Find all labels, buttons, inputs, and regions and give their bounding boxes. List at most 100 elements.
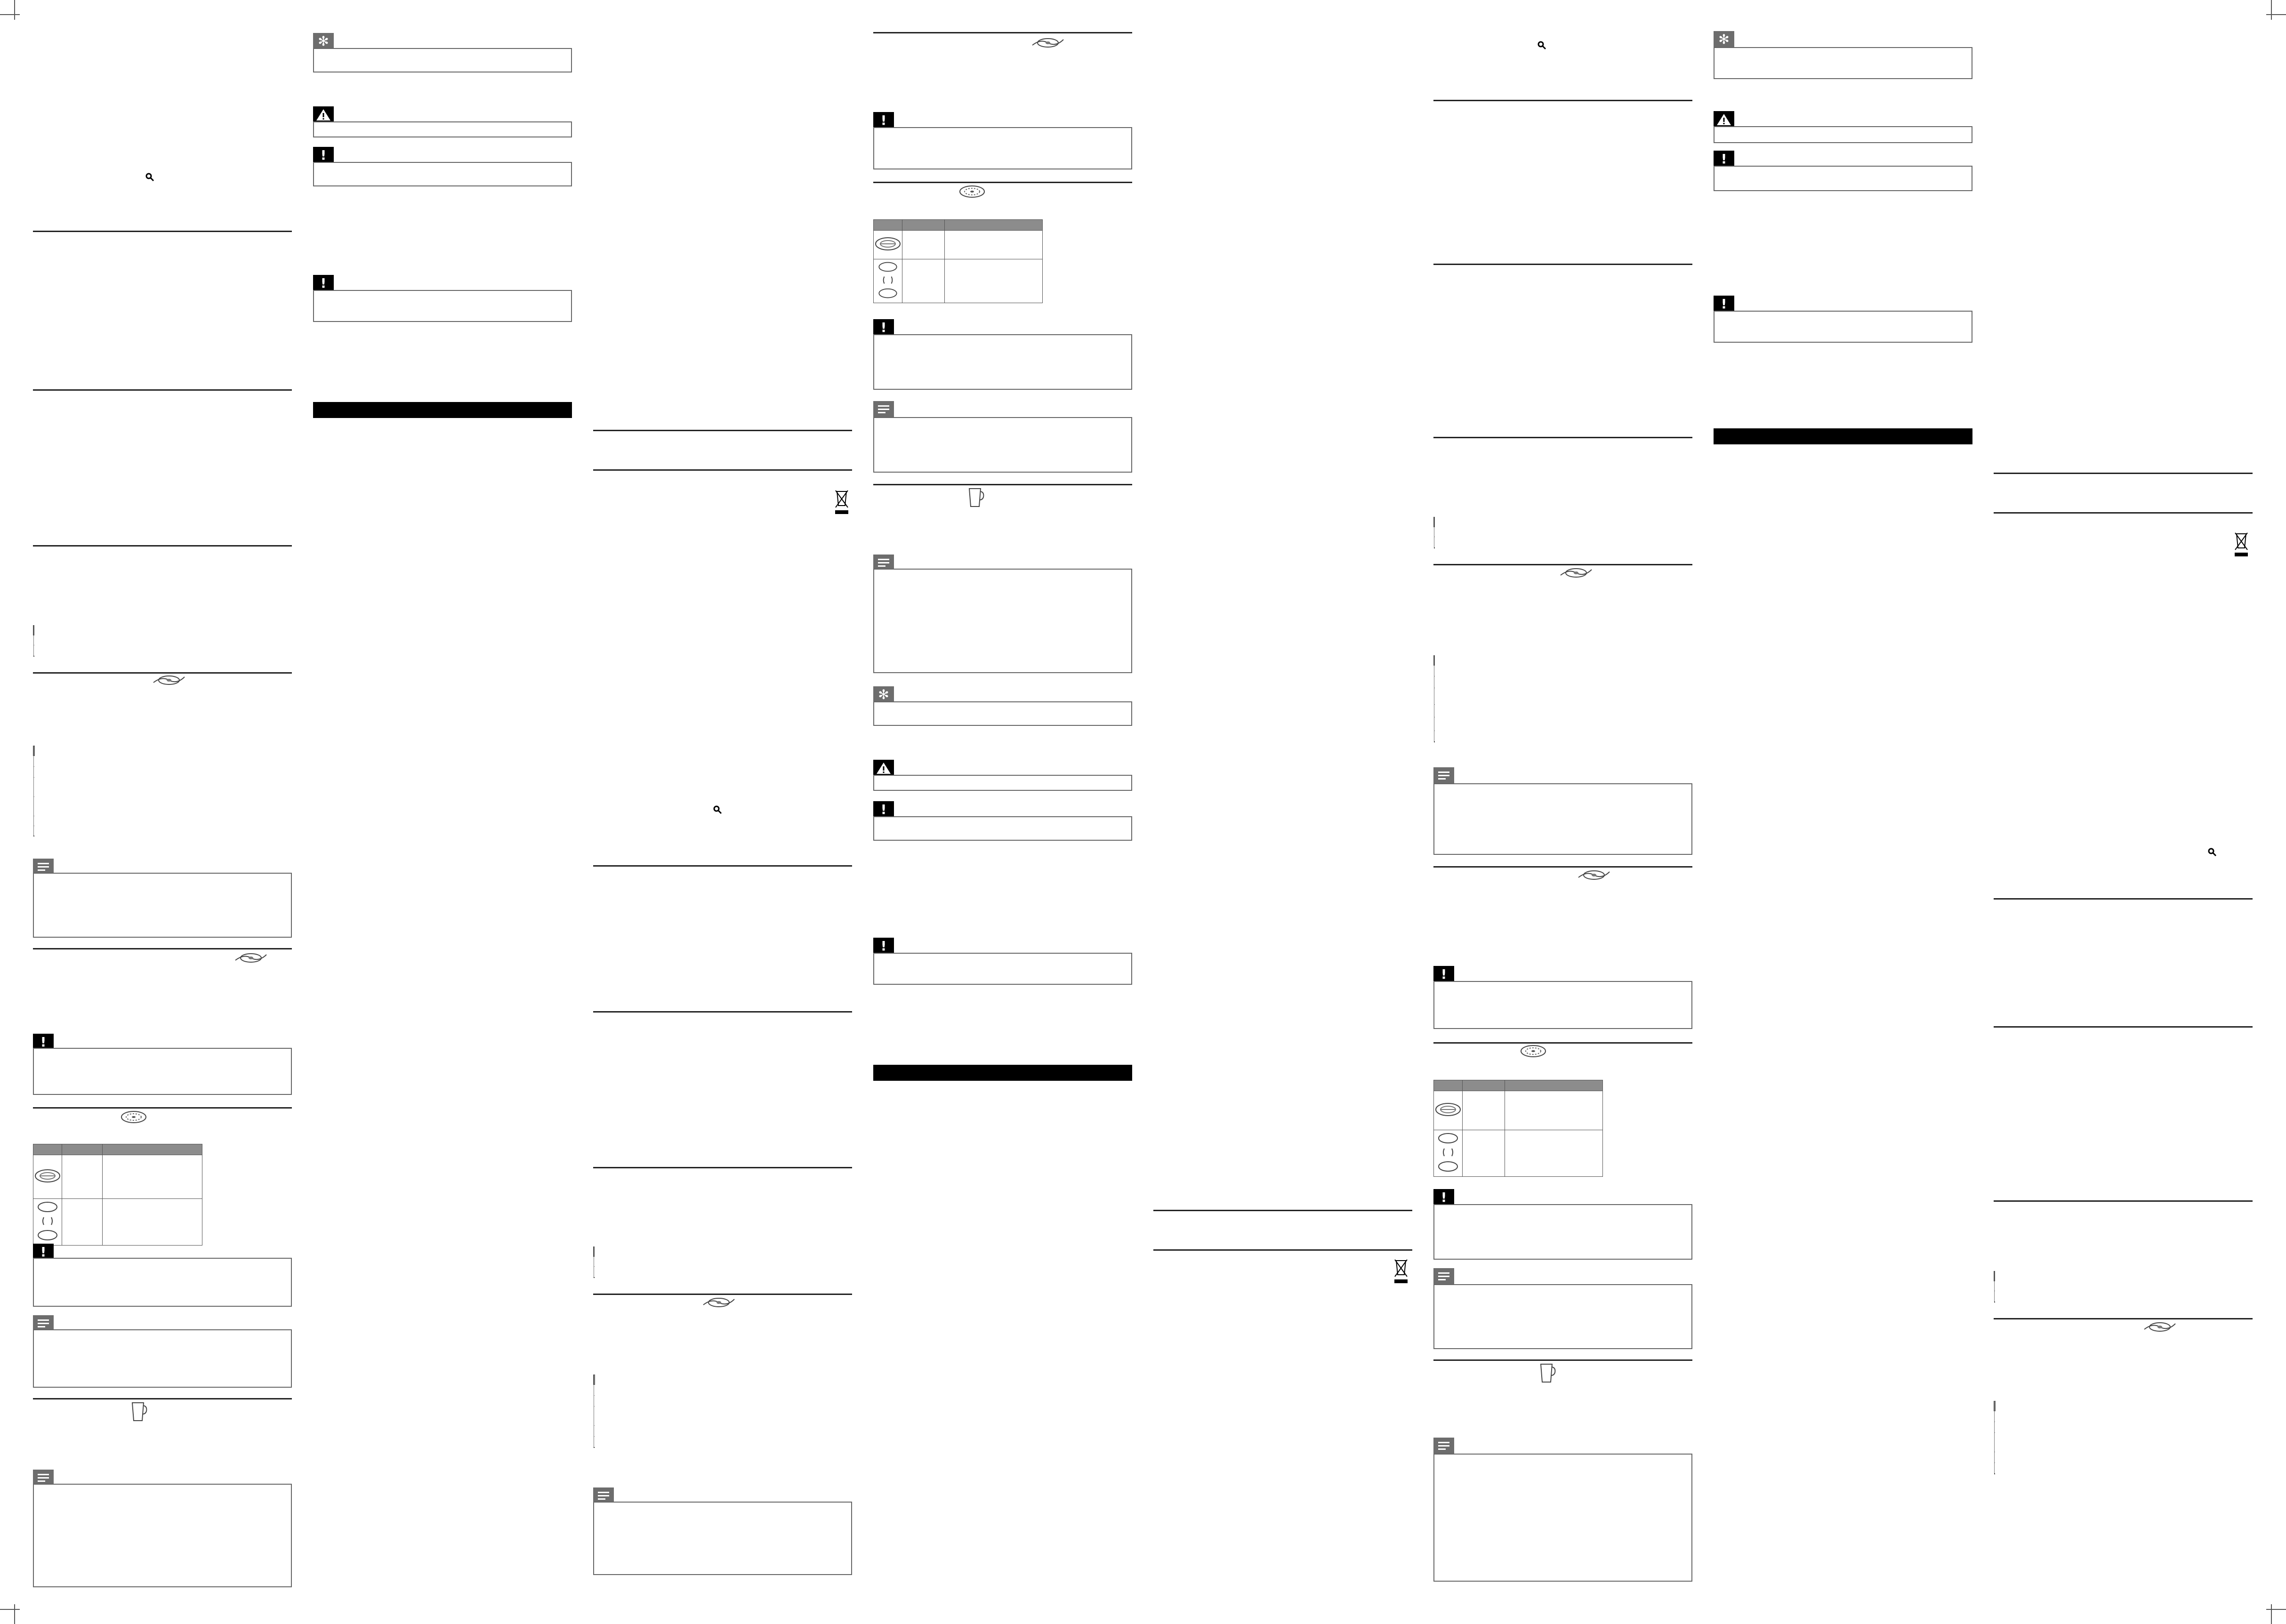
section-rule: [33, 672, 292, 674]
note-box: [1433, 783, 1692, 855]
section-rule: [593, 1011, 852, 1013]
important-callout: !: [1714, 151, 1972, 191]
exclamation-icon: !: [873, 112, 894, 129]
section-rule: [1994, 898, 2253, 900]
processing-table: [33, 746, 35, 836]
grating-discs-icon: [1438, 1133, 1458, 1172]
blade-disc-icon: [703, 1298, 735, 1307]
section-rule: [1153, 1210, 1412, 1211]
magnifier-icon: [1537, 41, 1546, 50]
manual-page-4: ! ! ✻ ! !: [873, 0, 1132, 1624]
emulsifying-disc-icon: [1521, 1045, 1546, 1057]
snowflake-tip-icon: ✻: [313, 33, 334, 50]
important-box: [1433, 1204, 1692, 1260]
warning-callout: [313, 106, 572, 137]
emulsifying-disc-icon: [121, 1111, 146, 1123]
exclamation-icon: !: [873, 801, 894, 818]
crop-mark: [2271, 0, 2272, 20]
section-rule: [593, 430, 852, 431]
magnifier-icon: [713, 805, 722, 814]
important-box: [873, 953, 1132, 985]
exclamation-icon: !: [1714, 151, 1734, 168]
blade-disc-icon: [1560, 568, 1592, 578]
blade-disc-icon: [1032, 38, 1064, 48]
processing-table: [1433, 655, 1435, 742]
manual-page-3: [593, 0, 852, 1624]
slicing-disc-icon: [35, 1169, 60, 1182]
warning-callout: [873, 760, 1132, 791]
warning-callout: [1714, 111, 1972, 143]
note-box: [33, 1484, 292, 1587]
crop-mark: [2271, 1604, 2272, 1624]
snowflake-tip-icon: ✻: [1714, 31, 1734, 48]
blender-jar-icon: [968, 488, 984, 507]
section-rule: [33, 389, 292, 391]
note-box: [873, 569, 1132, 673]
section-rule: [873, 182, 1132, 183]
section-rule: [1433, 866, 1692, 868]
warning-triangle-icon: [313, 106, 334, 123]
section-rule: [33, 948, 292, 949]
important-callout: !: [873, 938, 1132, 985]
section-rule: [33, 1107, 292, 1109]
section-rule: [593, 1167, 852, 1168]
section-heading-bar: [313, 402, 572, 418]
section-rule: [1153, 1249, 1412, 1251]
important-box: [313, 290, 572, 322]
tip-callout: ✻: [1714, 31, 1972, 79]
note-callout: [1433, 767, 1692, 855]
blade-disc-icon: [153, 675, 185, 685]
manual-page-2: ✻ ! !: [313, 0, 572, 1624]
note-callout: [33, 1470, 292, 1587]
section-rule: [1994, 1026, 2253, 1028]
tip-box: [1714, 47, 1972, 79]
important-callout: !: [313, 275, 572, 322]
note-callout: [1433, 1268, 1692, 1349]
section-rule: [1433, 564, 1692, 565]
specification-table: [1994, 1271, 1996, 1302]
crop-mark: [2266, 1609, 2286, 1610]
important-callout: !: [873, 112, 1132, 169]
exclamation-icon: !: [1433, 966, 1454, 983]
blade-disc-icon: [2144, 1322, 2176, 1332]
exclamation-icon: !: [873, 319, 894, 336]
crossed-out-wheelie-bin-icon: [2235, 532, 2248, 556]
specification-table: [1433, 517, 1435, 548]
section-rule: [1994, 512, 2253, 514]
important-box: [1433, 981, 1692, 1029]
section-rule: [33, 545, 292, 547]
crop-mark: [2266, 14, 2286, 15]
important-callout: !: [1433, 1189, 1692, 1260]
note-box: [1433, 1454, 1692, 1582]
warning-box: [1714, 126, 1972, 143]
blender-jar-icon: [131, 1402, 147, 1421]
exclamation-icon: !: [313, 147, 334, 164]
manual-page-1: ! !: [33, 0, 292, 1624]
note-callout: [593, 1487, 852, 1575]
important-box: [1714, 311, 1972, 343]
specification-table: [33, 625, 35, 657]
discs-table: [873, 219, 1043, 303]
important-box: [873, 334, 1132, 390]
section-rule: [1433, 437, 1692, 438]
section-rule: [593, 469, 852, 471]
note-icon: [873, 401, 894, 418]
exclamation-icon: !: [1714, 296, 1734, 313]
note-callout: [33, 859, 292, 938]
processing-table: [1994, 1401, 1996, 1474]
note-callout: [873, 401, 1132, 473]
manual-page-6: ! !: [1433, 0, 1692, 1624]
blade-disc-icon: [235, 953, 267, 963]
note-callout: [1433, 1438, 1692, 1582]
important-callout: !: [313, 147, 572, 186]
crossed-out-wheelie-bin-icon: [835, 490, 848, 514]
crossed-out-wheelie-bin-icon: [1394, 1259, 1408, 1283]
important-box: [1714, 166, 1972, 191]
note-box: [873, 417, 1132, 473]
section-rule: [1433, 100, 1692, 101]
important-box: [873, 127, 1132, 169]
exclamation-icon: !: [873, 938, 894, 955]
tip-box: [313, 48, 572, 72]
tip-box: [873, 701, 1132, 726]
grating-discs-icon: [38, 1201, 57, 1240]
